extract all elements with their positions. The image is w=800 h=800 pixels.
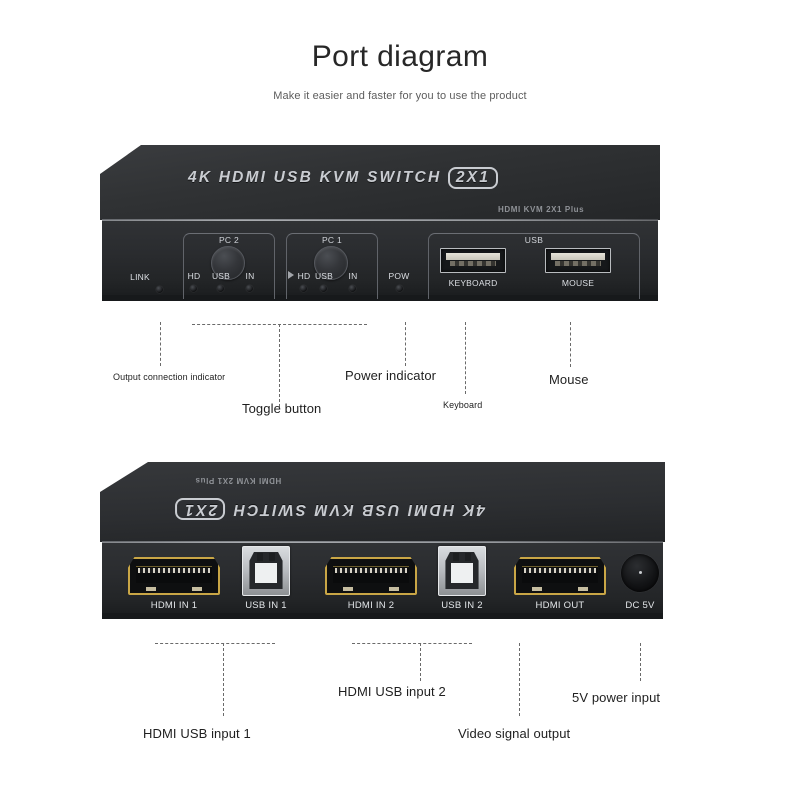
rear-device-model-text: HDMI KVM 2X1 Plus <box>195 476 282 485</box>
dc-power-jack[interactable] <box>621 554 659 592</box>
usb-keyboard-label: KEYBOARD <box>448 278 498 288</box>
pc1-led-label-usb: USB <box>314 271 334 281</box>
leader-hdmi-usb-input-2-drop <box>420 643 421 681</box>
pow-led <box>396 285 403 292</box>
leader-power-indicator <box>405 322 406 366</box>
kvm-switch-rear-view: 4K HDMI USB KVM SWITCH 2X1 HDMI KVM 2X1 … <box>100 462 665 627</box>
device-brand-text: 4K HDMI USB KVM SWITCH 2X1 <box>188 167 499 189</box>
callout-power-indicator: Power indicator <box>345 368 437 383</box>
pc1-group-label: PC 1 <box>321 235 343 245</box>
leader-output-connection-indicator <box>160 322 161 366</box>
usb-mouse-port[interactable] <box>545 248 611 273</box>
pc1-led-usb <box>320 285 327 292</box>
callout-keyboard: Keyboard <box>443 400 483 410</box>
device-edge-hairline <box>102 219 658 221</box>
usb-in-1-insert <box>254 563 278 583</box>
usb-mouse-pins <box>554 260 602 266</box>
dc-power-jack-pin <box>638 570 642 574</box>
page-subtitle: Make it easier and faster for you to use… <box>273 90 527 102</box>
callout-5v-power-input: 5V power input <box>572 690 661 705</box>
hdmi-in-1-port[interactable] <box>128 557 220 595</box>
leader-toggle-button-drop <box>279 324 280 407</box>
pc2-group-label: PC 2 <box>218 235 240 245</box>
page-title: Port diagram <box>311 40 489 73</box>
kvm-switch-front-view: 4K HDMI USB KVM SWITCH 2X1 HDMI KVM 2X1 … <box>100 145 660 320</box>
device-model-text: HDMI KVM 2X1 Plus <box>498 205 585 214</box>
leader-hdmi-usb-input-1-drop <box>223 643 224 716</box>
pc1-led-label-hd: HD <box>297 271 311 281</box>
pc1-toggle-button[interactable] <box>314 246 348 280</box>
hdmi-in-2-port[interactable] <box>325 557 417 595</box>
usb-in-2-insert <box>450 563 474 583</box>
pc1-active-arrow-icon <box>288 271 294 279</box>
usb-group-label: USB <box>524 235 544 245</box>
hdmi-out-foot-left <box>531 586 543 591</box>
device-top-face <box>100 145 660 220</box>
pc2-led-label-hd: HD <box>187 271 201 281</box>
pc1-group-box <box>286 233 378 299</box>
usb-in-2-nub-right <box>465 553 472 561</box>
hdmi-in-1-foot-left <box>145 586 157 591</box>
hdmi-out-pins <box>523 567 597 574</box>
usb-group-box <box>428 233 640 299</box>
pow-label: POW <box>388 271 410 281</box>
rear-brand-badge: 2X1 <box>175 498 226 520</box>
pc2-led-hd <box>190 285 197 292</box>
link-label: LINK <box>130 272 150 282</box>
hdmi-in-2-pins <box>334 567 408 574</box>
hdmi-out-foot-right <box>577 586 589 591</box>
usb-keyboard-tongue <box>446 252 500 260</box>
link-led <box>156 286 163 293</box>
device-bottom-lip <box>102 295 658 301</box>
pc1-led-in <box>349 285 356 292</box>
brand-label: 4K HDMI USB KVM SWITCH <box>188 169 442 186</box>
callout-output-connection-indicator: Output connection indicator <box>113 372 226 382</box>
pc2-led-label-in: IN <box>245 271 255 281</box>
pc1-led-hd <box>300 285 307 292</box>
hdmi-in-1-pins <box>137 567 211 574</box>
usb-in-1-nub-left <box>256 553 263 561</box>
usb-in-2-nub-left <box>452 553 459 561</box>
leader-hdmi-usb-input-2-bracket <box>352 643 472 644</box>
rear-device-edge-hairline <box>102 541 663 543</box>
usb-in-2-label: USB IN 2 <box>441 600 483 611</box>
usb-mouse-tongue <box>551 252 605 260</box>
brand-badge: 2X1 <box>447 167 499 189</box>
hdmi-in-2-foot-right <box>388 586 400 591</box>
leader-keyboard <box>465 322 466 394</box>
leader-video-signal-output <box>519 643 520 716</box>
pc2-group-box <box>183 233 275 299</box>
usb-in-1-nub-right <box>269 553 276 561</box>
rear-device-bottom-lip <box>102 613 663 619</box>
usb-in-1-port[interactable] <box>242 546 290 596</box>
hdmi-in-2-foot-left <box>342 586 354 591</box>
leader-5v-power-input <box>640 643 641 681</box>
pc2-led-label-usb: USB <box>211 271 231 281</box>
usb-in-1-label: USB IN 1 <box>245 600 287 611</box>
callout-hdmi-usb-input-1: HDMI USB input 1 <box>143 726 251 741</box>
rear-device-top-face <box>100 462 665 542</box>
pc2-toggle-button[interactable] <box>211 246 245 280</box>
callout-mouse: Mouse <box>549 372 589 387</box>
usb-keyboard-pins <box>449 260 497 266</box>
rear-device-brand-text: 4K HDMI USB KVM SWITCH 2X1 <box>175 498 485 520</box>
callout-toggle-button: Toggle button <box>242 401 322 416</box>
leader-hdmi-usb-input-1-bracket <box>155 643 275 644</box>
pc1-led-label-in: IN <box>348 271 358 281</box>
hdmi-in-1-label: HDMI IN 1 <box>150 600 198 611</box>
pc2-led-in <box>246 285 253 292</box>
leader-mouse <box>570 322 571 367</box>
rear-brand-label: 4K HDMI USB KVM SWITCH <box>231 501 486 518</box>
usb-keyboard-port[interactable] <box>440 248 506 273</box>
usb-mouse-label: MOUSE <box>561 278 595 288</box>
hdmi-out-label: HDMI OUT <box>535 600 585 611</box>
usb-in-2-port[interactable] <box>438 546 486 596</box>
hdmi-in-1-foot-right <box>191 586 203 591</box>
hdmi-out-port[interactable] <box>514 557 606 595</box>
pc2-led-usb <box>217 285 224 292</box>
hdmi-in-2-label: HDMI IN 2 <box>347 600 395 611</box>
callout-video-signal-output: Video signal output <box>458 726 571 741</box>
dc-5v-label: DC 5V <box>625 600 655 611</box>
callout-hdmi-usb-input-2: HDMI USB input 2 <box>338 684 446 699</box>
